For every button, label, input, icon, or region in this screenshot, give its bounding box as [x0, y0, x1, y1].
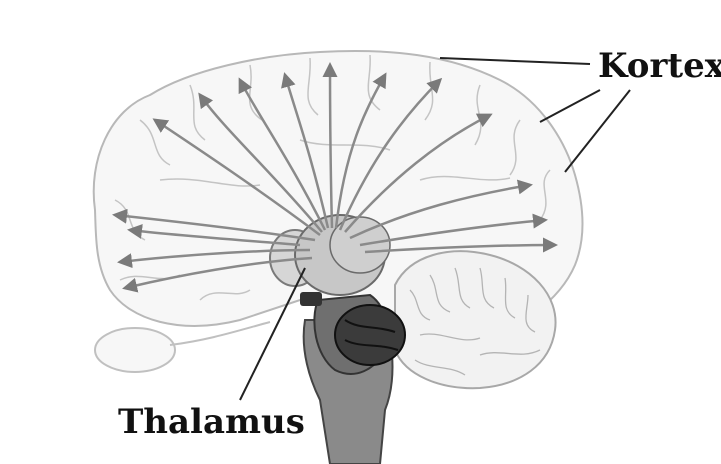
- midbrain-dark: [335, 305, 405, 365]
- kortex-leader-mid: [540, 90, 600, 122]
- kortex-leader-low: [565, 90, 630, 172]
- cortex-label: Kortex: [598, 46, 721, 86]
- kortex-leader-top: [440, 58, 590, 64]
- optic-chiasm: [300, 292, 322, 306]
- thalamus-label: Thalamus: [118, 402, 305, 442]
- olfactory-bulb: [95, 328, 175, 372]
